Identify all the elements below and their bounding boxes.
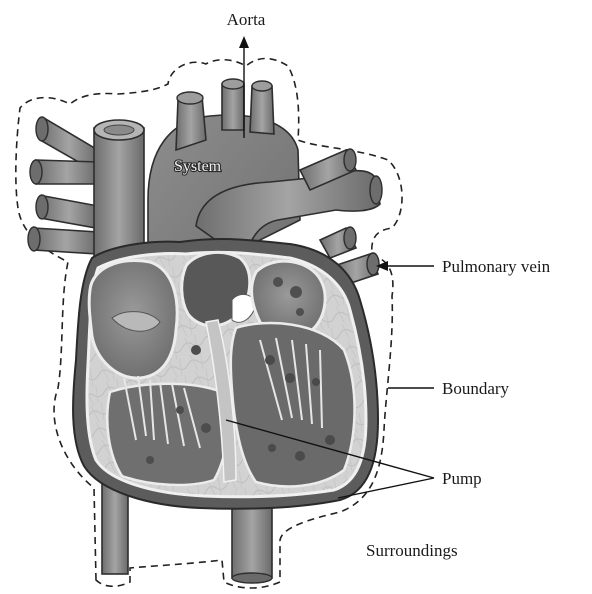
label-pulmonary-vein: Pulmonary vein: [442, 257, 551, 276]
left-pulmonary-branches: [28, 117, 98, 254]
label-surroundings: Surroundings: [366, 541, 458, 560]
label-aorta: Aorta: [227, 10, 266, 29]
aorta-arrowhead: [239, 36, 249, 48]
label-system: System: [174, 158, 222, 175]
label-pump: Pump: [442, 469, 482, 488]
descending-vessel: [232, 500, 272, 578]
label-boundary: Boundary: [442, 379, 510, 398]
